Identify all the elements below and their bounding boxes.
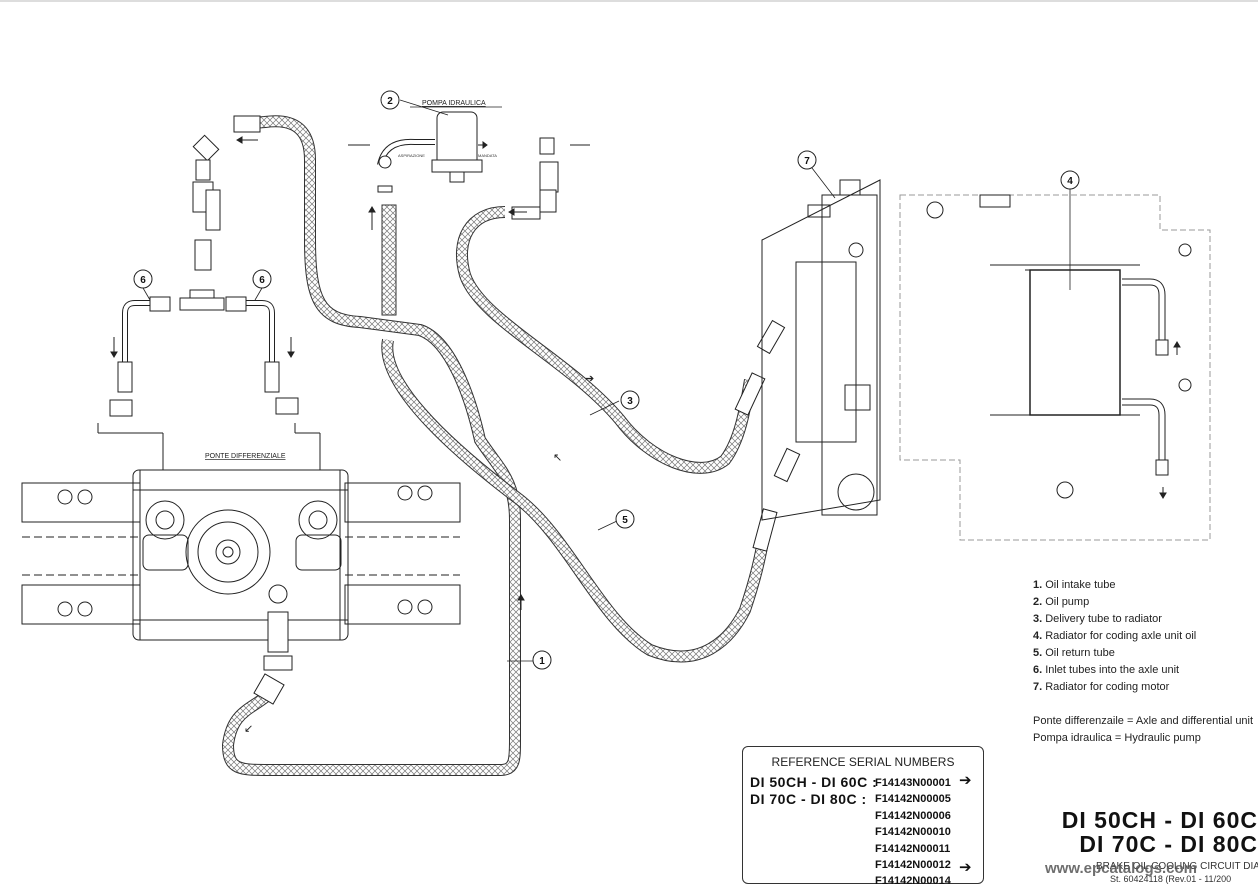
legend-item: 4.Radiator for coding axle unit oil bbox=[1033, 630, 1197, 642]
axle-differential-unit bbox=[21, 423, 461, 641]
pompa-label: POMPA IDRAULICA bbox=[422, 100, 486, 107]
pump-suction-tube bbox=[381, 204, 397, 316]
engine-radiator bbox=[761, 179, 881, 521]
hose-5-outline bbox=[381, 338, 771, 663]
serial-number: F14142N00010 bbox=[875, 826, 951, 839]
legend-item: 2.Oil pump bbox=[1033, 596, 1090, 608]
legend-item: 1.Oil intake tube bbox=[1033, 579, 1116, 591]
title-models-line2: DI 70C - DI 80C bbox=[1079, 831, 1258, 857]
hose-1-braid bbox=[222, 116, 520, 775]
legend-item: 5.Oil return tube bbox=[1033, 647, 1115, 659]
aspirazione-label: ASPIRAZIONE bbox=[398, 153, 425, 158]
callout-2: 2 bbox=[387, 96, 393, 107]
legend-item: 6.Inlet tubes into the axle unit bbox=[1033, 664, 1180, 676]
reference-title: REFERENCE SERIAL NUMBERS bbox=[771, 755, 955, 769]
legend-item: 7.Radiator for coding motor bbox=[1033, 681, 1170, 693]
callout-7: 7 bbox=[804, 156, 810, 167]
hose-3-outline bbox=[455, 206, 756, 474]
reference-models-2: DI 70C - DI 80C : bbox=[750, 791, 867, 807]
serial-number: F14142N00011 bbox=[875, 842, 951, 855]
callout-3: 3 bbox=[627, 396, 633, 407]
reference-models-1: DI 50CH - DI 60C : bbox=[750, 774, 878, 790]
arrow-glyph-5: ↖ bbox=[553, 452, 562, 464]
callout-4: 4 bbox=[1067, 176, 1073, 187]
translation-ponte: Ponte differenzaile = Axle and different… bbox=[1033, 715, 1254, 727]
hose-5-braid bbox=[382, 339, 770, 662]
reference-serial-box: REFERENCE SERIAL NUMBERS DI 50CH - DI 60… bbox=[742, 746, 984, 887]
legend: 1.Oil intake tube 2.Oil pump 3.Delivery … bbox=[1033, 577, 1196, 696]
ponte-label: PONTE DIFFERENZIALE bbox=[205, 453, 286, 460]
leader-lines bbox=[142, 99, 1071, 662]
serial-list: F14143N00001 F14142N00005 F14142N00006 F… bbox=[875, 775, 951, 890]
arrow-right-icon: ➔ bbox=[959, 772, 972, 789]
translations: Ponte differenzaile = Axle and different… bbox=[1033, 713, 1253, 747]
callout-5: 5 bbox=[622, 515, 628, 526]
callout-6a: 6 bbox=[140, 275, 146, 286]
fittings bbox=[109, 115, 801, 705]
arrow-right-icon: ➔ bbox=[959, 859, 972, 876]
mandata-label: MANDATA bbox=[478, 153, 497, 158]
oil-pump bbox=[348, 111, 590, 193]
hose-3-braid bbox=[456, 207, 755, 473]
title-models-line1: DI 50CH - DI 60C bbox=[1061, 807, 1258, 833]
callout-1: 1 bbox=[539, 656, 545, 667]
serial-number: F14142N00014 bbox=[875, 875, 951, 888]
callout-6b: 6 bbox=[259, 275, 265, 286]
title-models: DI 50CH - DI 60C DI 70C - DI 80C bbox=[1062, 808, 1258, 856]
callout-bubbles bbox=[133, 90, 1080, 670]
legend-item: 3.Delivery tube to radiator bbox=[1033, 613, 1162, 625]
serial-number: F14142N00005 bbox=[875, 793, 951, 806]
diagram-caption: BRAKE OIL COOLING CIRCUIT DIAGRAM bbox=[1096, 861, 1258, 872]
serial-number: F14142N00012 bbox=[875, 859, 951, 872]
serial-number: F14143N00001 bbox=[875, 777, 951, 789]
arrow-glyph-1: ↙ bbox=[244, 723, 253, 735]
arrow-glyph-3: ➔ bbox=[585, 373, 594, 385]
translation-pompa: Pompa idraulica = Hydraulic pump bbox=[1033, 732, 1201, 744]
flow-arrows bbox=[110, 136, 1181, 610]
axle-oil-radiator bbox=[899, 194, 1211, 541]
watermark: www.epcatalogs.com bbox=[1045, 860, 1197, 877]
serial-number: F14142N00006 bbox=[875, 809, 951, 822]
document-stamp: St. 60424118 (Rev.01 - 11/200 bbox=[1110, 874, 1232, 884]
